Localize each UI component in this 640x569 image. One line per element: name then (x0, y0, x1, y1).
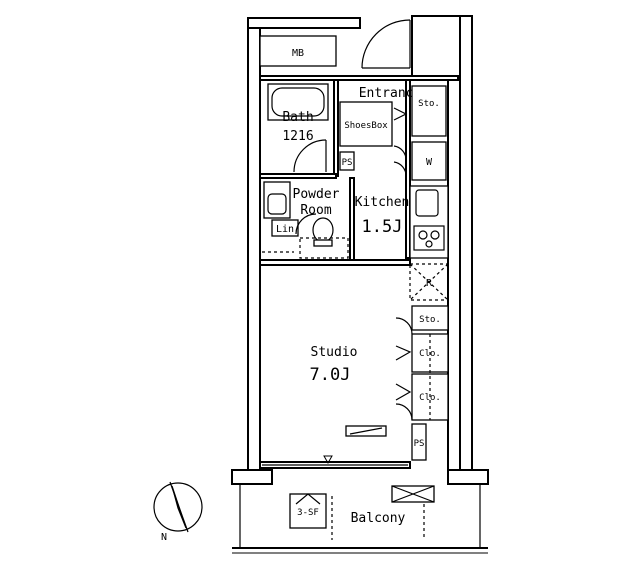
studio-storage: Sto. Clo. Clo. PS (395, 305, 449, 461)
bath: Bath 1216 (267, 83, 329, 173)
entrance-label: Entrance (359, 86, 422, 101)
entrance-area: Entrance ShoesBox Sto. PS (339, 85, 447, 177)
compass-icon: N (153, 481, 203, 543)
entrance-door (361, 19, 411, 69)
powder-room: Powder Room Lin (262, 181, 349, 259)
interior-walls (259, 75, 461, 471)
storage-entrance-label: Sto. (418, 99, 440, 109)
mb-label: MB (292, 48, 304, 59)
ps-lower-label: PS (414, 439, 425, 449)
refrigerator-label: R (426, 278, 433, 289)
storage-studio-label: Sto. (419, 315, 441, 325)
shoebox-label: ShoesBox (344, 121, 388, 131)
washer: W (411, 141, 447, 181)
studio: Studio 7.0J (310, 345, 387, 465)
kitchen: Kitchen 1.5J (355, 185, 449, 259)
linen-label: Lin (276, 224, 294, 235)
studio-label: Studio (311, 345, 358, 360)
compass-north-label: N (161, 532, 167, 543)
bath-size: 1216 (282, 129, 313, 144)
balcony: 3-SF Balcony (289, 485, 435, 540)
hatch-label: 3-SF (297, 508, 319, 518)
balcony-label: Balcony (351, 511, 406, 526)
studio-size: 7.0J (310, 365, 351, 385)
meter-box: MB (259, 35, 337, 67)
kitchen-label: Kitchen (355, 195, 410, 210)
powder-label-1: Powder (293, 187, 340, 202)
closet-2-label: Clo. (419, 393, 441, 403)
powder-label-2: Room (300, 203, 331, 218)
kitchen-size: 1.5J (362, 217, 403, 237)
washer-label: W (426, 157, 433, 168)
bath-label: Bath (282, 110, 313, 125)
refrigerator: R (409, 263, 449, 301)
ps-upper-label: PS (342, 158, 353, 168)
outer-walls (231, 15, 489, 554)
